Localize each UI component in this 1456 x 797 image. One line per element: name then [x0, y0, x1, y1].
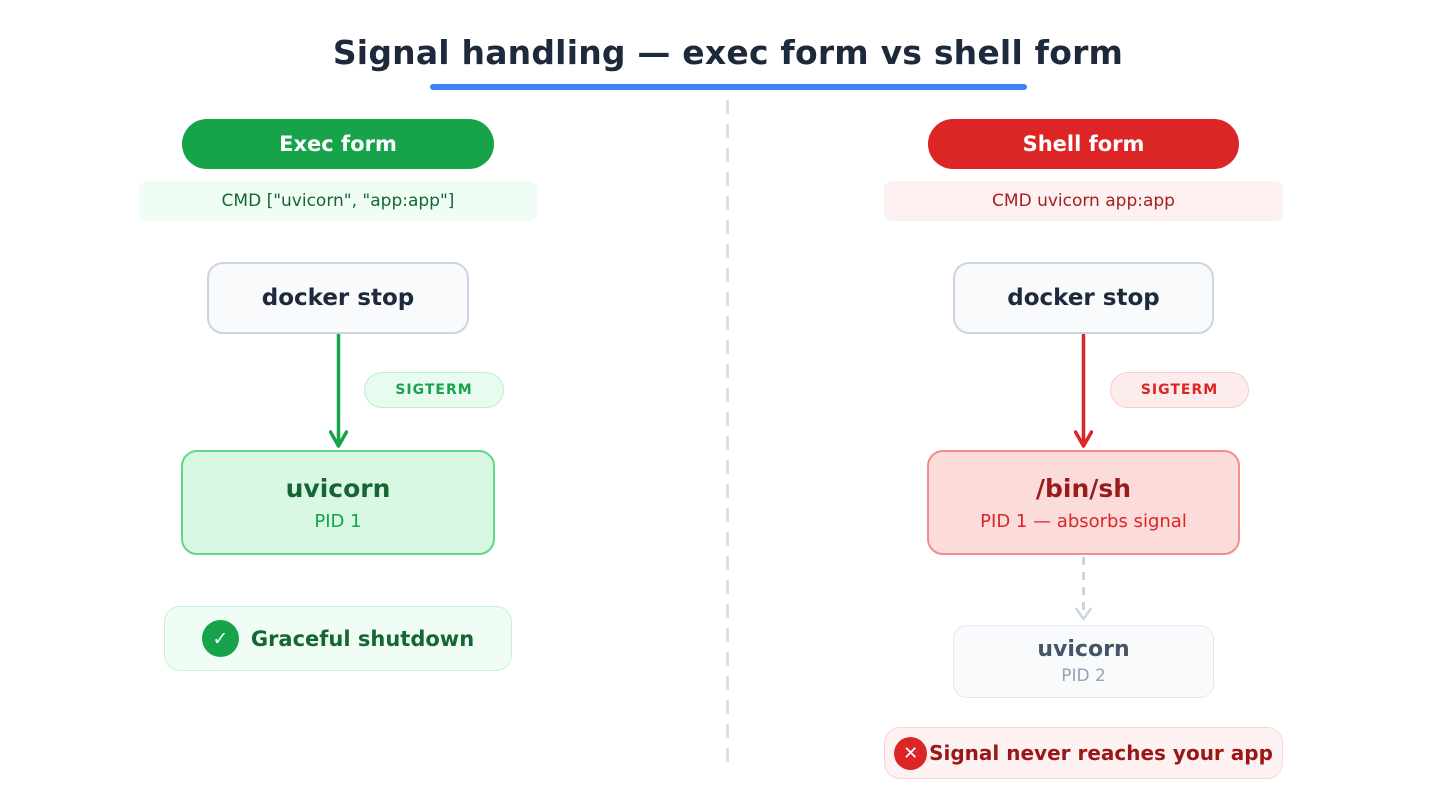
- exec-process-box: uvicorn PID 1: [181, 450, 495, 555]
- exec-sigterm-label: SIGTERM: [395, 382, 473, 398]
- shell-form-header-label: Shell form: [1022, 132, 1145, 156]
- shell-process-pid: PID 1 — absorbs signal: [980, 510, 1187, 532]
- column-divider: [726, 100, 729, 765]
- exec-process-pid: PID 1: [314, 510, 362, 532]
- shell-cmd-box: CMD uvicorn app:app: [884, 181, 1283, 221]
- check-glyph: ✓: [212, 627, 229, 650]
- shell-child-process-name: uvicorn: [1037, 637, 1130, 662]
- shell-signal-arrow: [1074, 334, 1093, 448]
- title-underline: [430, 84, 1027, 90]
- exec-signal-arrow: [329, 334, 348, 448]
- exec-form-header-label: Exec form: [279, 132, 397, 156]
- shell-sigterm-label: SIGTERM: [1140, 382, 1219, 398]
- shell-docker-stop-label: docker stop: [1007, 285, 1160, 311]
- check-icon: ✓: [201, 620, 239, 657]
- shell-docker-stop-box: docker stop: [953, 262, 1214, 334]
- page-title: Signal handling — exec form vs shell for…: [332, 33, 1124, 72]
- exec-outcome-text: Graceful shutdown: [250, 626, 475, 651]
- exec-docker-stop-label: docker stop: [261, 285, 415, 311]
- exec-docker-stop-box: docker stop: [207, 262, 469, 334]
- shell-cmd-text: CMD uvicorn app:app: [992, 191, 1175, 211]
- exec-process-name: uvicorn: [285, 473, 391, 503]
- shell-child-process-box: uvicorn PID 2: [953, 625, 1214, 698]
- shell-sigterm-badge: SIGTERM: [1110, 372, 1249, 408]
- shell-process-box: /bin/sh PID 1 — absorbs signal: [927, 450, 1240, 555]
- exec-form-header: Exec form: [182, 119, 494, 169]
- shell-process-name: /bin/sh: [1035, 473, 1132, 503]
- x-glyph: ✕: [903, 742, 919, 764]
- x-icon: ✕: [894, 736, 928, 770]
- shell-forward-dashed-arrow: [1075, 557, 1092, 621]
- exec-sigterm-badge: SIGTERM: [364, 372, 504, 408]
- exec-outcome-box: ✓ Graceful shutdown: [164, 606, 512, 671]
- exec-cmd-text: CMD ["uvicorn", "app:app"]: [221, 191, 455, 211]
- shell-outcome-box: ✕ Signal never reaches your app: [884, 727, 1283, 779]
- shell-child-process-pid: PID 2: [1061, 666, 1106, 686]
- exec-cmd-box: CMD ["uvicorn", "app:app"]: [139, 181, 537, 221]
- shell-outcome-text: Signal never reaches your app: [929, 741, 1273, 765]
- shell-form-header: Shell form: [928, 119, 1239, 169]
